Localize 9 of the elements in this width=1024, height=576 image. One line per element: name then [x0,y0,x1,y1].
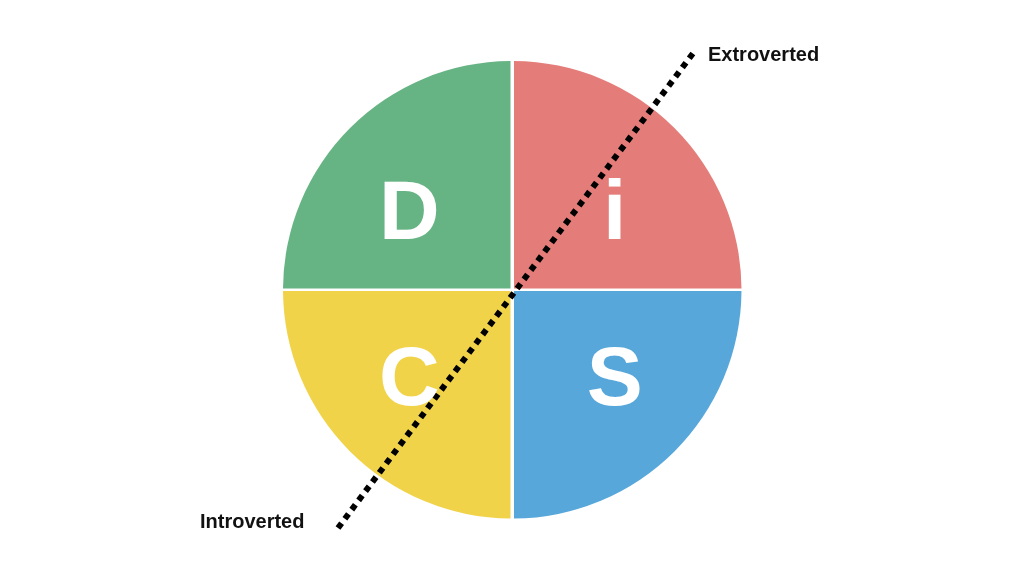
pie-quadrant [513,291,741,519]
quadrant-letter: i [603,167,627,252]
axis-end-label: Extroverted [708,43,820,65]
axis-end-label: Introverted [200,510,305,532]
quadrant-letter: S [586,334,643,419]
pie-quadrant [283,60,511,288]
quadrant-letter: C [378,334,440,419]
pie-quadrant [513,60,741,288]
quadrant-letter: D [378,167,440,252]
